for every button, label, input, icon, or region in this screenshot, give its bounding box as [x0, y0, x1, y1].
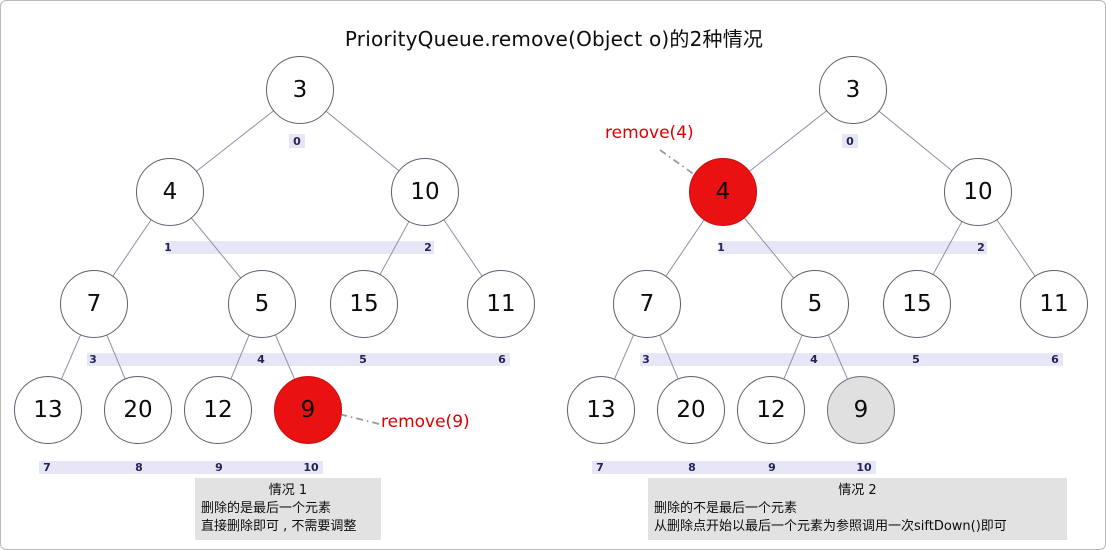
index-label: 9 — [768, 461, 776, 474]
node-value: 11 — [486, 291, 516, 317]
caption-line: 从删除点开始以最后一个元素为参照调用一次siftDown()即可 — [654, 519, 1007, 534]
index-bar-level3 — [640, 353, 1063, 366]
heap-node-1: 4 — [136, 158, 204, 226]
index-label: 6 — [498, 353, 506, 366]
node-value: 4 — [162, 179, 178, 205]
index-chip-0 — [289, 134, 305, 148]
heap-node-8: 20 — [657, 376, 725, 444]
node-value: 13 — [586, 397, 616, 423]
heap-node-2: 10 — [944, 158, 1012, 226]
index-label: 4 — [810, 353, 818, 366]
node-value: 10 — [963, 179, 993, 205]
caption-line: 直接删除即可 , 不需要调整 — [201, 519, 357, 534]
heap-node-10-last: 9 — [827, 376, 895, 444]
caption-line: 删除的不是最后一个元素 — [654, 501, 798, 516]
page-title: PriorityQueue.remove(Object o)的2种情况 — [344, 27, 764, 51]
heap-node-10-removed: 9 — [274, 376, 342, 444]
heap-node-6: 11 — [1020, 270, 1088, 338]
heap-node-5: 15 — [330, 270, 398, 338]
index-label: 3 — [89, 353, 97, 366]
heap-node-9: 12 — [184, 376, 252, 444]
heap-node-4: 5 — [228, 270, 296, 338]
node-value: 20 — [676, 397, 706, 423]
index-label: 10 — [856, 461, 872, 474]
heap-node-3: 7 — [613, 270, 681, 338]
node-value: 12 — [756, 397, 786, 423]
heap-node-7: 13 — [14, 376, 82, 444]
index-label: 1 — [717, 241, 725, 254]
index-label: 0 — [846, 135, 854, 148]
index-chip-0 — [842, 134, 858, 148]
heap-node-1-removed: 4 — [689, 158, 757, 226]
remove-call-label: remove(4) — [605, 123, 694, 143]
index-label: 0 — [293, 135, 301, 148]
case1-caption: 情况 1 删除的是最后一个元素 直接删除即可 , 不需要调整 — [195, 478, 381, 540]
index-label: 7 — [43, 461, 51, 474]
index-label: 8 — [135, 461, 143, 474]
heap-node-9: 12 — [737, 376, 805, 444]
index-label: 3 — [642, 353, 650, 366]
heap-tree-case2: 0 1 2 3 4 5 6 7 8 9 10 3 4 10 7 5 15 11 … — [554, 1, 1105, 549]
index-label: 8 — [688, 461, 696, 474]
node-value: 3 — [845, 77, 861, 103]
index-label: 5 — [359, 353, 367, 366]
node-value: 4 — [715, 179, 731, 205]
heap-tree-case1: 0 1 2 3 4 5 6 7 8 9 10 3 4 10 7 5 15 11 … — [1, 1, 554, 549]
node-value: 15 — [349, 291, 379, 317]
index-label: 2 — [424, 241, 432, 254]
case2-caption: 情况 2 删除的不是最后一个元素 从删除点开始以最后一个元素为参照调用一次sif… — [648, 478, 1067, 540]
heap-node-5: 15 — [883, 270, 951, 338]
index-bar-level2 — [166, 241, 434, 254]
node-value: 12 — [203, 397, 233, 423]
caption-line: 删除的是最后一个元素 — [201, 501, 332, 516]
heap-node-0: 3 — [266, 56, 334, 124]
node-value: 9 — [853, 397, 869, 423]
index-label: 5 — [912, 353, 920, 366]
node-value: 5 — [807, 291, 823, 317]
tree-edges-case1 — [47, 89, 502, 411]
index-bar-level3 — [87, 353, 510, 366]
node-value: 3 — [292, 77, 308, 103]
heap-node-8: 20 — [104, 376, 172, 444]
index-bar-level4 — [592, 461, 876, 474]
heap-node-0: 3 — [819, 56, 887, 124]
caption-title: 情况 1 — [268, 483, 308, 498]
index-label: 4 — [257, 353, 265, 366]
heap-node-7: 13 — [567, 376, 635, 444]
index-label: 6 — [1051, 353, 1059, 366]
node-value: 5 — [254, 291, 270, 317]
node-value: 20 — [123, 397, 153, 423]
index-label: 2 — [977, 241, 985, 254]
index-bar-level2 — [719, 241, 987, 254]
heap-node-3: 7 — [60, 270, 128, 338]
node-value: 10 — [410, 179, 440, 205]
index-label: 10 — [303, 461, 319, 474]
heap-node-2: 10 — [391, 158, 459, 226]
heap-node-6: 11 — [467, 270, 535, 338]
node-value: 11 — [1039, 291, 1069, 317]
node-value: 13 — [33, 397, 63, 423]
node-value: 7 — [639, 291, 655, 317]
node-value: 15 — [902, 291, 932, 317]
caption-title: 情况 2 — [838, 483, 877, 498]
heap-node-4: 5 — [781, 270, 849, 338]
index-label: 1 — [164, 241, 172, 254]
remove-call-label: remove(9) — [381, 412, 470, 432]
index-bar-level4 — [39, 461, 323, 474]
node-value: 9 — [300, 397, 316, 423]
index-label: 9 — [215, 461, 223, 474]
node-value: 7 — [86, 291, 102, 317]
index-label: 7 — [596, 461, 604, 474]
